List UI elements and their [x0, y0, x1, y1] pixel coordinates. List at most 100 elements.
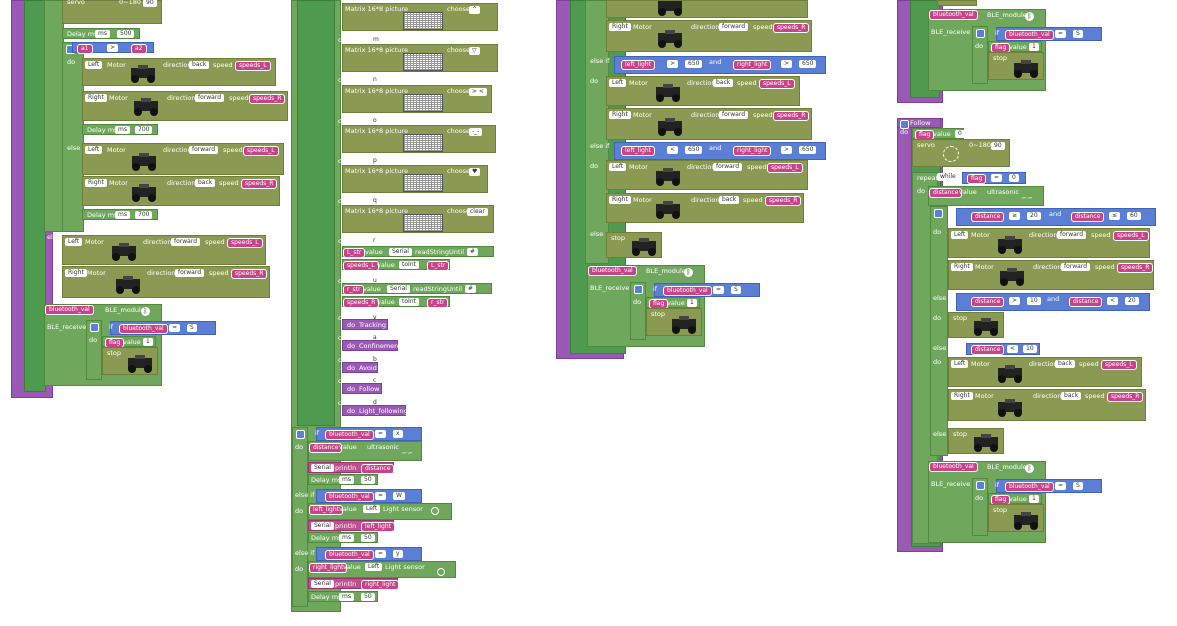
compare-block[interactable]: if bluetooth_val = S — [653, 283, 760, 297]
var-left-light[interactable]: left_light — [361, 522, 396, 532]
operator-dropdown[interactable]: = — [713, 286, 725, 294]
var-distance[interactable]: distance — [361, 464, 395, 474]
unit-dropdown[interactable]: ms — [115, 211, 130, 219]
motor-block[interactable]: Right Motor direction back speed speeds_… — [82, 176, 280, 206]
servo-block[interactable]: servo 0~180 90 — [62, 0, 162, 24]
motor-block[interactable]: Left Motor direction forward speed speed… — [82, 143, 284, 175]
speed-variable[interactable]: speeds_L — [1113, 231, 1149, 241]
var-left-light[interactable]: left_light — [621, 60, 656, 70]
char-value[interactable]: S — [1073, 482, 1083, 490]
case-value[interactable]: a — [370, 334, 380, 342]
and-compare-block[interactable]: distance > 10 and distance < 20 — [956, 293, 1150, 311]
unit-dropdown[interactable]: ms — [339, 593, 354, 601]
speed-variable[interactable]: speeds_L — [235, 61, 271, 71]
and-compare-block[interactable]: left_light < 650 and right_light > 650 — [614, 142, 826, 160]
motor-side-dropdown[interactable]: Right — [85, 179, 107, 187]
stop-block[interactable]: stop — [948, 312, 1004, 338]
motor-side-dropdown[interactable]: Left — [609, 79, 627, 87]
operator-dropdown[interactable]: = — [375, 430, 387, 438]
set-lstr-block[interactable]: L_str value Serial readStringUntil # — [342, 246, 494, 258]
serial-println-block[interactable]: Serial println left_light — [308, 520, 396, 532]
serial-dropdown[interactable]: Serial — [311, 580, 334, 588]
var-right-light[interactable]: right_light — [361, 580, 400, 590]
motor-side-dropdown[interactable]: Left — [951, 360, 969, 368]
case-value[interactable]: o — [370, 117, 380, 125]
direction-dropdown[interactable]: forward — [713, 163, 743, 171]
operator-dropdown[interactable]: < — [1007, 345, 1019, 353]
speed-variable[interactable]: speeds_L — [227, 238, 263, 248]
motor-block[interactable]: Left Motor direction forward speed speed… — [948, 228, 1150, 258]
procedure-header[interactable]: Follow — [897, 118, 941, 129]
pattern-dropdown[interactable]: ♥ — [469, 168, 481, 176]
stop-block[interactable]: stop — [988, 504, 1044, 532]
char-value[interactable]: W — [393, 492, 405, 500]
delimiter-value[interactable]: # — [467, 248, 479, 256]
serial-dropdown[interactable]: Serial — [311, 464, 334, 472]
flag-value[interactable]: 1 — [143, 338, 153, 346]
case-value[interactable]: m — [370, 36, 382, 44]
operator-dropdown[interactable]: = — [1055, 482, 1067, 490]
direction-dropdown[interactable]: back — [719, 196, 740, 204]
motor-side-dropdown[interactable]: Left — [65, 238, 83, 246]
var-bluetooth-val[interactable]: bluetooth_val — [1005, 482, 1054, 492]
motor-side-dropdown[interactable]: Right — [951, 263, 973, 271]
threshold-value[interactable]: 650 — [685, 146, 703, 154]
pattern-dropdown[interactable]: > < — [469, 88, 487, 96]
case-value[interactable]: v — [370, 314, 380, 322]
delay-block[interactable]: Delay ms ms 700 — [82, 209, 158, 220]
compare-block[interactable]: flag = 0 — [962, 172, 1026, 184]
direction-dropdown[interactable]: back — [1061, 392, 1082, 400]
case-value[interactable]: u — [370, 277, 380, 285]
threshold-value[interactable]: 20 — [1027, 212, 1041, 220]
var-bluetooth-val[interactable]: bluetooth_val — [119, 324, 168, 334]
var-bluetooth-val[interactable]: bluetooth_val — [929, 10, 978, 20]
compare-block[interactable]: bluetooth_val = y — [316, 547, 422, 561]
speed-variable[interactable]: speeds_R — [1117, 263, 1154, 273]
motor-block[interactable]: Right Motor direction forward speed spee… — [606, 20, 812, 52]
speed-variable[interactable]: speeds_R — [773, 111, 810, 121]
pattern-dropdown[interactable]: clear — [467, 208, 488, 216]
operator-dropdown[interactable]: = — [1055, 30, 1067, 38]
set-speeds-r-block[interactable]: speeds_R value toInt r_str — [342, 296, 450, 308]
stop-block[interactable]: stop — [102, 347, 158, 375]
call-avoid-block[interactable]: do Avoid — [342, 362, 378, 373]
compare-block[interactable]: if bluetooth_val = S — [995, 27, 1102, 41]
delay-value[interactable]: 700 — [135, 126, 153, 134]
speed-variable[interactable]: speeds_L — [1101, 360, 1137, 370]
speed-variable[interactable]: speeds_R — [765, 196, 802, 206]
set-flag-block[interactable]: flag value 1 — [102, 336, 156, 348]
case-value[interactable]: q — [370, 197, 380, 205]
operator-dropdown[interactable]: = — [375, 550, 387, 558]
compare-block[interactable]: if bluetooth_val = S — [995, 479, 1102, 493]
var-l-str[interactable]: L_str — [343, 248, 366, 258]
motor-side-dropdown[interactable]: Left — [609, 163, 627, 171]
direction-dropdown[interactable]: forward — [719, 111, 749, 119]
servo-angle-field[interactable]: 90 — [991, 142, 1005, 150]
set-speeds-l-block[interactable]: speeds_L value toInt L_str — [342, 259, 450, 271]
gear-icon[interactable] — [934, 209, 943, 218]
case-value[interactable]: n — [370, 76, 380, 84]
direction-dropdown[interactable]: back — [713, 79, 734, 87]
motor-block[interactable]: Left Motor direction forward speed speed… — [62, 235, 266, 265]
var-distance[interactable]: distance — [1071, 212, 1105, 222]
var-flag[interactable]: flag — [967, 174, 987, 184]
speed-variable[interactable]: speeds_R — [773, 23, 810, 33]
compare-block[interactable]: a1 > a2 — [72, 42, 154, 54]
speed-variable[interactable]: speeds_L — [759, 79, 795, 89]
sensor-side-dropdown[interactable]: Left — [365, 563, 383, 571]
gear-icon[interactable] — [976, 481, 985, 490]
if-block[interactable]: do — [972, 478, 988, 536]
delay-value[interactable]: 700 — [135, 211, 153, 219]
if-block[interactable]: do — [86, 320, 102, 380]
if-else-block[interactable]: do else — [62, 42, 84, 232]
serial-dropdown[interactable]: Serial — [389, 248, 412, 256]
direction-dropdown[interactable]: back — [1055, 360, 1076, 368]
speed-variable[interactable]: speeds_L — [243, 146, 279, 156]
serial-println-block[interactable]: Serial println distance — [308, 462, 395, 474]
and-compare-block[interactable]: if distance ≥ 20 and distance ≤ 60 — [951, 208, 1156, 226]
motor-side-dropdown[interactable]: Left — [85, 146, 103, 154]
set-flag-block[interactable]: flag value 1 — [646, 297, 700, 309]
